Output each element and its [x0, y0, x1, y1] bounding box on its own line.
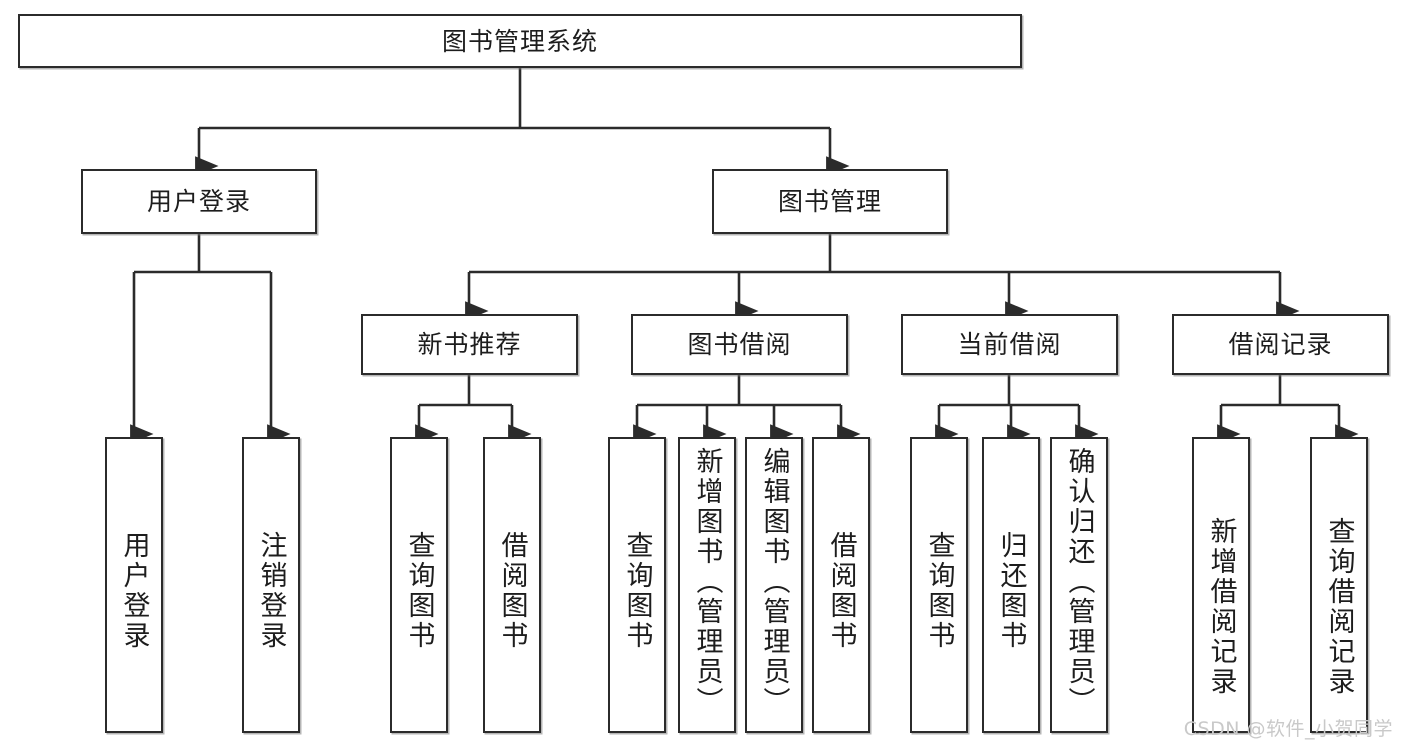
node-label: 借阅图书 [496, 531, 528, 651]
leaf-query-borrow-record[interactable]: 查询借阅记录 [1310, 437, 1368, 733]
node-label: 编辑图书（管理员） [758, 447, 790, 717]
leaf-logout[interactable]: 注销登录 [242, 437, 300, 733]
leaf-return-book[interactable]: 归还图书 [982, 437, 1040, 733]
node-root-system[interactable]: 图书管理系统 [18, 14, 1022, 68]
node-label: 新书推荐 [417, 330, 522, 359]
node-label: 图书借阅 [687, 330, 792, 359]
leaf-confirm-return-admin[interactable]: 确认归还（管理员） [1050, 437, 1108, 733]
node-label: 确认归还（管理员） [1063, 447, 1095, 717]
leaf-user-login[interactable]: 用户登录 [105, 437, 163, 733]
node-borrow-record[interactable]: 借阅记录 [1172, 314, 1389, 375]
leaf-borrow-book[interactable]: 借阅图书 [812, 437, 870, 733]
node-label: 借阅记录 [1228, 330, 1333, 359]
node-label: 查询借阅记录 [1323, 517, 1355, 697]
node-label: 查询图书 [403, 531, 435, 651]
node-label: 归还图书 [995, 531, 1027, 651]
node-label: 用户登录 [146, 187, 251, 216]
node-label: 借阅图书 [825, 531, 857, 651]
leaf-query-book-recommend[interactable]: 查询图书 [390, 437, 448, 733]
leaf-query-book-current[interactable]: 查询图书 [910, 437, 968, 733]
node-label: 图书管理系统 [441, 26, 598, 56]
node-book-management[interactable]: 图书管理 [712, 169, 948, 234]
node-label: 查询图书 [621, 531, 653, 651]
leaf-add-borrow-record[interactable]: 新增借阅记录 [1192, 437, 1250, 733]
node-label: 图书管理 [777, 187, 882, 216]
leaf-add-book-admin[interactable]: 新增图书（管理员） [678, 437, 736, 733]
node-new-book-recommend[interactable]: 新书推荐 [361, 314, 578, 375]
node-label: 用户登录 [118, 531, 150, 651]
node-label: 新增借阅记录 [1205, 517, 1237, 697]
csdn-watermark: CSDN @软件_小贺同学 [1183, 718, 1393, 740]
node-label: 查询图书 [923, 531, 955, 651]
node-label: 新增图书（管理员） [691, 447, 723, 717]
leaf-edit-book-admin[interactable]: 编辑图书（管理员） [745, 437, 803, 733]
node-label: 当前借阅 [957, 330, 1062, 359]
leaf-borrow-book-recommend[interactable]: 借阅图书 [483, 437, 541, 733]
node-label: 注销登录 [255, 531, 287, 651]
node-current-borrow[interactable]: 当前借阅 [901, 314, 1118, 375]
leaf-query-book[interactable]: 查询图书 [608, 437, 666, 733]
node-user-login[interactable]: 用户登录 [81, 169, 317, 234]
node-book-borrow[interactable]: 图书借阅 [631, 314, 848, 375]
